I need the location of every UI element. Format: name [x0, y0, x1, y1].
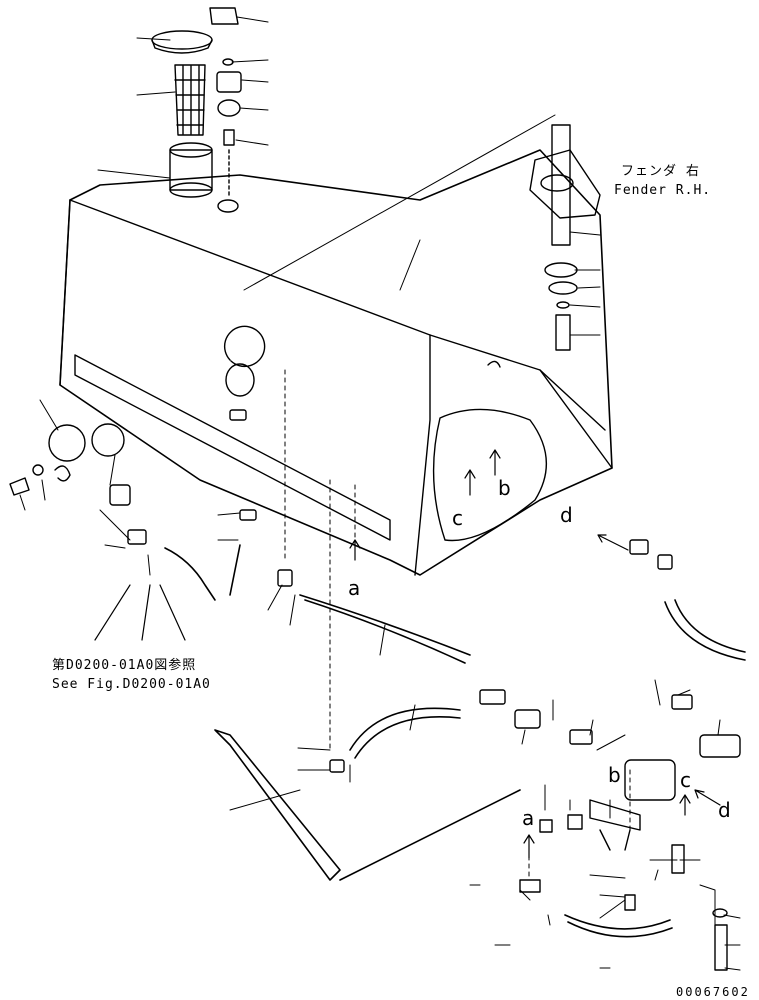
fender-label-jp: フェンダ 右: [621, 164, 700, 179]
see-figure-label-jp: 第D0200-01A0図参照: [52, 658, 197, 673]
lower-leader-lines: [99, 509, 741, 971]
drawing-number: 00067602: [676, 985, 750, 999]
connection-letter-c-lower: c: [680, 768, 691, 792]
top-leader-lines: [97, 16, 556, 291]
connection-letter-a-upper: a: [348, 576, 361, 600]
reference-arrows: [94, 449, 721, 859]
filler-cap-assembly: [151, 7, 242, 213]
left-sender-parts: [9, 399, 131, 511]
connection-letter-d-lower: d: [718, 798, 731, 822]
connection-guides: [284, 369, 631, 881]
connection-letter-b-tank: b: [498, 476, 511, 500]
fuel-tank: [59, 149, 613, 576]
connection-letter-c-tank: c: [452, 506, 463, 530]
fuel-hoses: [164, 544, 746, 938]
connection-letter-a-lower: a: [522, 806, 535, 830]
connection-letter-b-lower: b: [608, 763, 621, 787]
fittings-lower: [127, 409, 741, 971]
connection-letter-d-upper: d: [560, 503, 573, 527]
see-figure-label-en: See Fig.D0200-01A0: [52, 677, 211, 692]
fender-label-en: Fender R.H.: [614, 183, 712, 198]
fender-mount-parts: [529, 124, 601, 351]
